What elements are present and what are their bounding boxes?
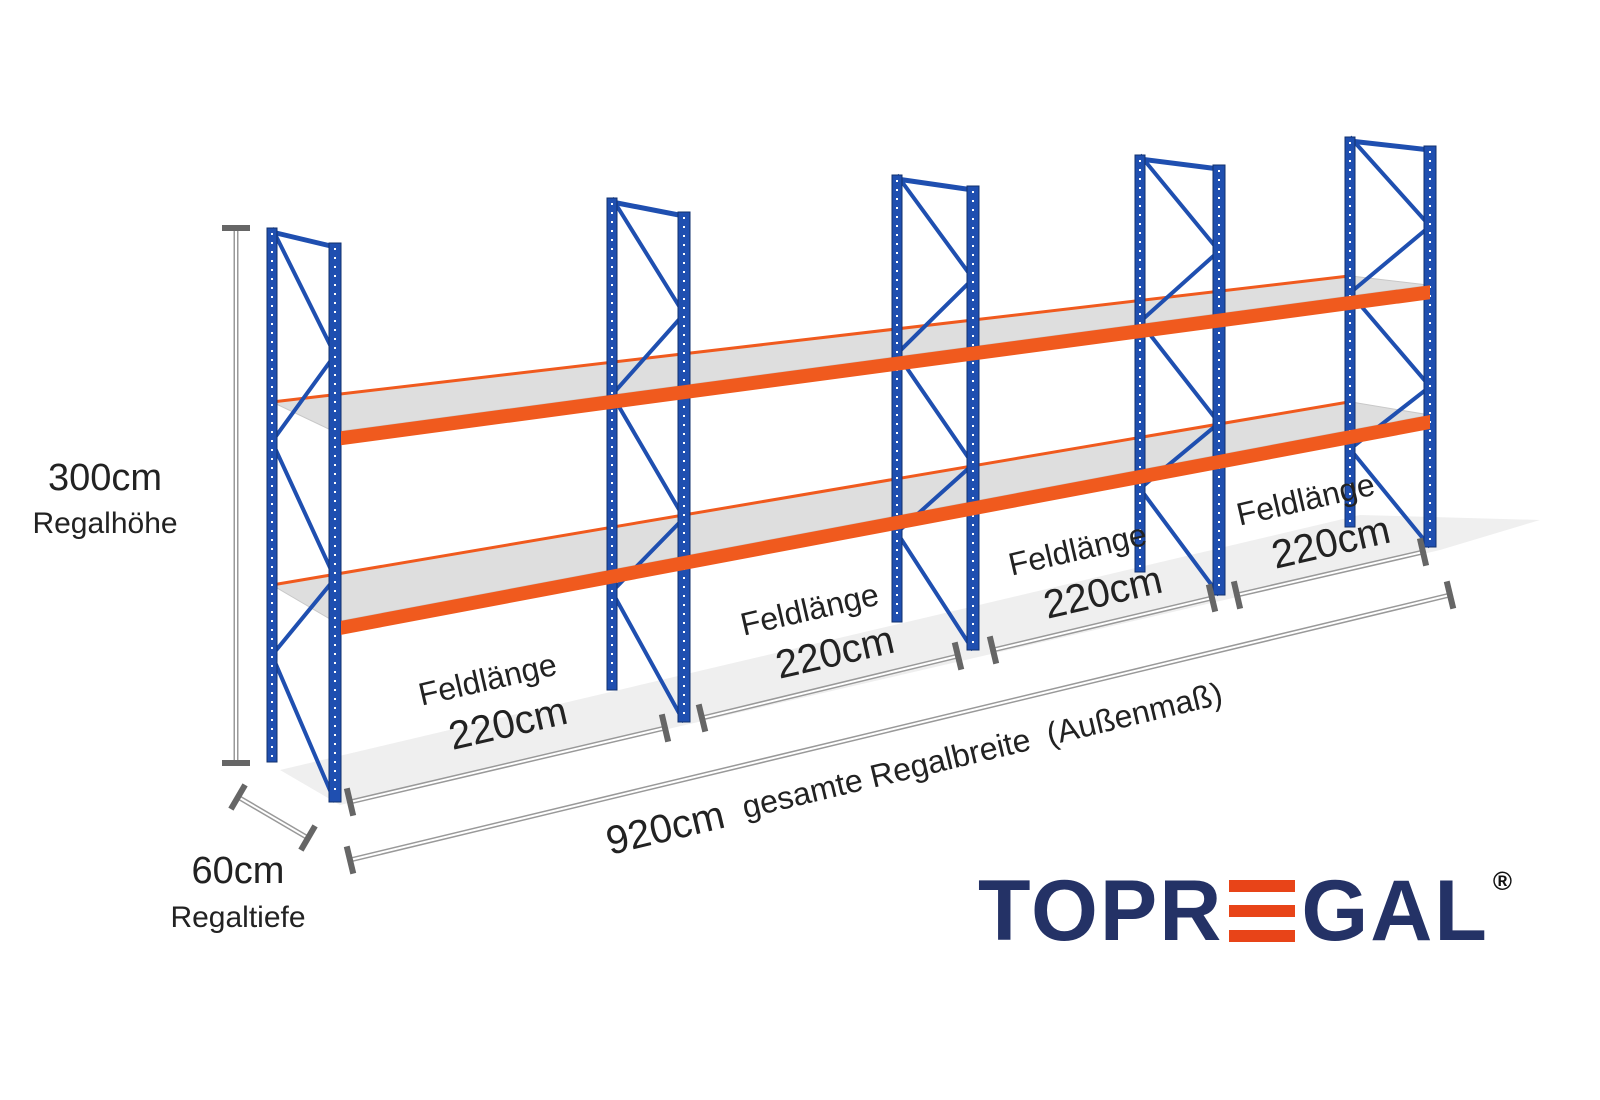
front-upright — [1212, 164, 1226, 596]
total-width-value: 920cm — [602, 793, 729, 864]
frame-top-brace — [1139, 156, 1220, 172]
dimension-cap — [343, 787, 357, 817]
height-value: 300cm — [48, 457, 162, 499]
frame-top-brace — [271, 229, 336, 250]
front-upright — [677, 211, 691, 723]
dimension-cap — [228, 783, 248, 811]
dimension-cap — [1416, 537, 1430, 567]
depth-value: 60cm — [192, 850, 285, 892]
dimension-cap — [1230, 580, 1244, 610]
upright-frame — [1134, 153, 1226, 597]
field-2-dimension-inner — [701, 655, 959, 719]
back-beam — [271, 400, 1351, 587]
front-beam — [341, 415, 1430, 635]
pallet-rack — [266, 135, 1437, 803]
front-beam — [341, 285, 1430, 446]
frame-diagonal-brace — [1347, 135, 1433, 549]
frame-top-brace — [896, 176, 974, 193]
frame-top-brace — [1349, 138, 1431, 153]
back-upright — [1134, 154, 1146, 573]
registered-mark: ® — [1492, 866, 1515, 896]
dimension-cap — [1443, 580, 1457, 610]
field-3-dimension-inner — [992, 597, 1213, 651]
dimension-cap — [951, 641, 965, 671]
frame-diagonal-brace — [894, 173, 976, 652]
dimension-cap — [695, 703, 709, 733]
logo-e-bars — [1229, 880, 1296, 942]
frame-diagonal-brace — [269, 227, 338, 803]
dimension-cap — [343, 845, 357, 875]
frame-diagonal-brace — [1137, 153, 1222, 597]
dimension-cap — [1205, 583, 1219, 613]
field-1-dimension-inner — [349, 727, 666, 803]
dimension-cap — [658, 713, 672, 743]
front-upright — [328, 242, 342, 803]
upright-frame — [1344, 135, 1437, 549]
shelf-deck — [270, 275, 1431, 433]
front-upright — [1423, 145, 1437, 548]
total-width-dimension-inner — [349, 594, 1451, 861]
depth-label: Regaltiefe — [170, 901, 305, 934]
back-upright — [891, 174, 903, 623]
dimension-cap — [298, 824, 318, 852]
upright-frame — [891, 173, 980, 652]
upright-frame — [266, 227, 342, 803]
dimension-cap — [986, 635, 1000, 665]
upright-frame — [606, 196, 691, 723]
height-label: Regalhöhe — [32, 507, 177, 540]
frame-top-brace — [611, 199, 685, 219]
back-upright — [606, 197, 618, 691]
depth-dimension-inner — [237, 796, 309, 839]
frame-diagonal-brace — [609, 196, 687, 723]
field-4-dimension-inner — [1236, 551, 1424, 596]
dimension-lines — [222, 225, 1457, 875]
